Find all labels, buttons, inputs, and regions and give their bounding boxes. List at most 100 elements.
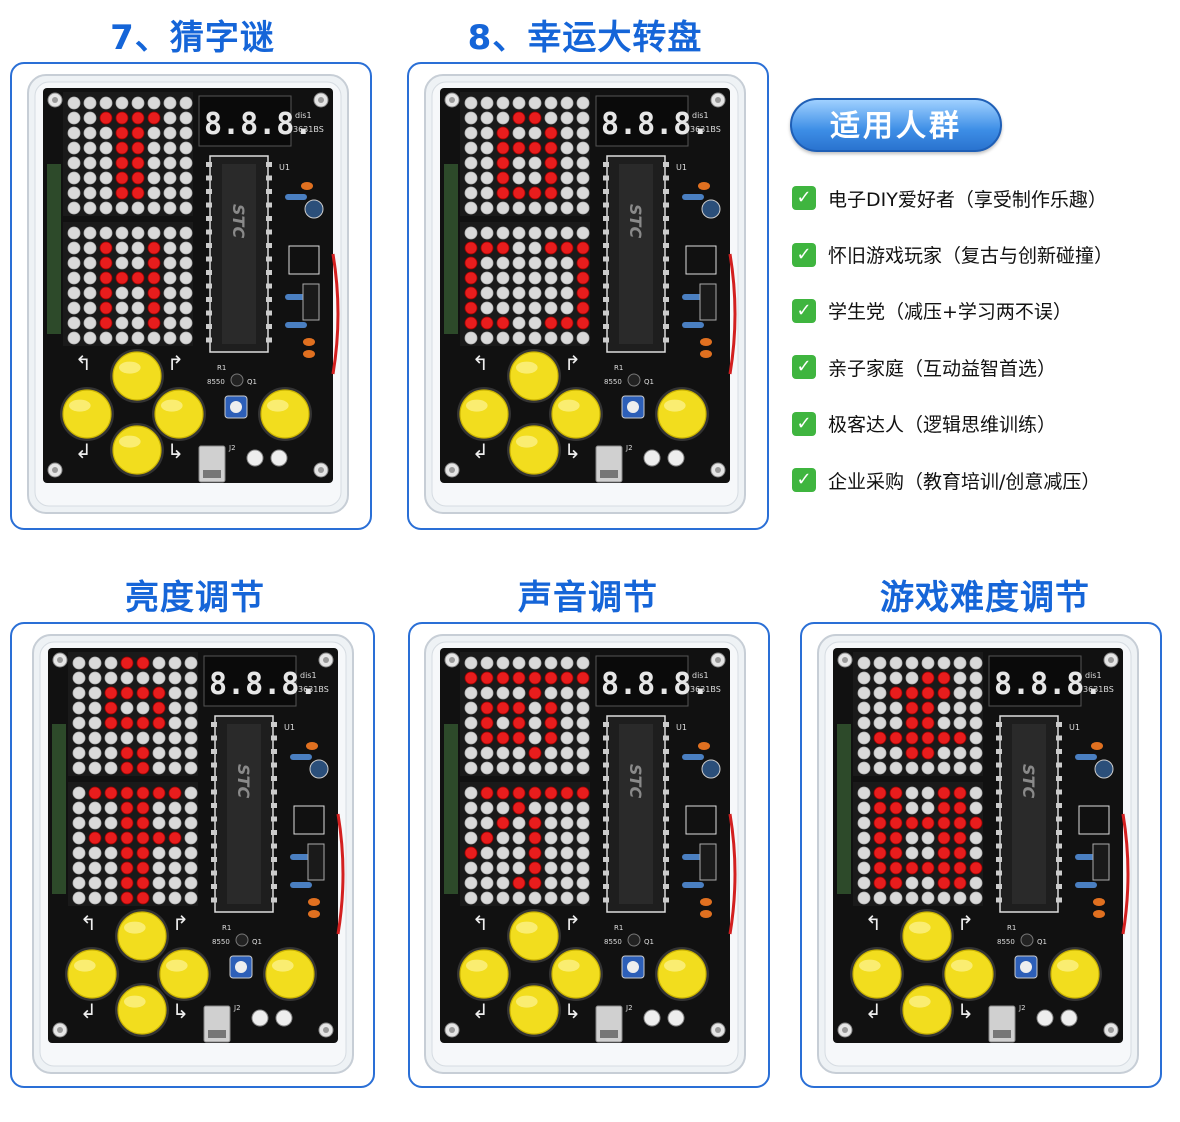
button-highlight <box>909 921 931 934</box>
chip-pin <box>206 229 212 235</box>
check-icon: ✓ <box>792 298 816 323</box>
chip-pin <box>663 803 669 808</box>
chip-pin <box>266 189 272 194</box>
game-button <box>154 389 204 439</box>
chip-pin <box>996 830 1002 835</box>
ceramic-capacitor <box>698 742 710 750</box>
chip-pin <box>603 324 609 329</box>
arrow-icon: ↲ <box>80 999 97 1023</box>
switch-icon <box>275 1009 293 1027</box>
chip-pin <box>996 843 1002 849</box>
button-highlight <box>909 995 931 1008</box>
chip-pin <box>996 735 1002 741</box>
label-part: 3631BS <box>1083 685 1114 694</box>
game-button <box>509 985 559 1035</box>
transistor <box>235 933 249 947</box>
label-j2: J2 <box>1018 1004 1026 1012</box>
chip-pin <box>996 884 1002 889</box>
chip-pin <box>663 243 669 248</box>
chip-pin <box>266 229 272 235</box>
chip-pin <box>603 189 609 194</box>
chip-pin <box>271 843 277 849</box>
chip-pin <box>663 216 669 221</box>
button-highlight <box>558 399 580 412</box>
button-highlight <box>516 921 538 934</box>
list-item: ✓电子DIY爱好者（享受制作乐趣） <box>792 170 1113 226</box>
ic-socket <box>685 805 717 835</box>
battery-wire <box>728 813 737 935</box>
pcb-strip <box>444 724 458 894</box>
display-digits: 8.8.8. <box>994 667 1102 702</box>
seven-segment-display <box>198 95 292 147</box>
chip-pin <box>603 162 609 167</box>
usb-port <box>208 1030 226 1038</box>
game-button <box>265 949 315 999</box>
check-icon: ✓ <box>792 411 816 436</box>
chip-pin <box>603 243 609 248</box>
chip-pin <box>271 735 277 741</box>
chip-pin <box>663 870 669 876</box>
transistor <box>627 933 641 947</box>
seven-segment-display <box>595 655 689 707</box>
ceramic-capacitor <box>700 910 712 918</box>
arrow-icon: ↲ <box>75 439 92 463</box>
label-q1: Q1 <box>644 378 654 386</box>
usb-port <box>600 1030 618 1038</box>
label-j2: J2 <box>625 444 633 452</box>
chip-pin <box>271 803 277 808</box>
pcb-strip <box>52 724 66 894</box>
label-8550: 8550 <box>997 938 1015 946</box>
label-dis: dis1 <box>295 111 312 120</box>
arrow-icon: ↱ <box>172 911 189 935</box>
screw-icon <box>1108 1027 1114 1033</box>
chip-pin <box>271 762 277 768</box>
seven-segment-display <box>203 655 297 707</box>
mcu-chip <box>619 724 653 904</box>
chip-pin <box>271 870 277 876</box>
capacitor <box>304 199 324 219</box>
button-highlight <box>69 399 91 412</box>
chip-pin <box>663 202 669 208</box>
game-button <box>509 425 559 475</box>
chip-pin <box>1056 762 1062 768</box>
chip-pin <box>206 324 212 329</box>
chip-pin <box>663 830 669 835</box>
button-highlight <box>119 361 141 374</box>
arrow-icon: ↲ <box>472 439 489 463</box>
chip-pin <box>266 216 272 221</box>
buzzer <box>699 283 717 321</box>
arrow-icon: ↰ <box>472 351 489 375</box>
chip-pin <box>271 749 277 754</box>
chip-pin <box>603 283 609 289</box>
chip-pin <box>1056 735 1062 741</box>
chip-pin <box>206 256 212 262</box>
label-r1: R1 <box>614 364 623 372</box>
chip-pin <box>271 857 277 862</box>
chip-pin <box>663 897 669 903</box>
chip-pin <box>663 762 669 768</box>
game-button <box>117 911 167 961</box>
ceramic-capacitor <box>698 182 710 190</box>
mcu-chip <box>619 164 653 344</box>
chip-pin <box>211 803 217 808</box>
chip-pin <box>211 830 217 835</box>
screw-icon <box>1108 657 1114 663</box>
chip-pin <box>206 189 212 194</box>
ceramic-capacitor <box>1093 898 1105 906</box>
button-highlight <box>1057 959 1079 972</box>
battery-wire <box>728 253 737 375</box>
resistor <box>1075 854 1097 860</box>
led-matrix <box>460 782 590 906</box>
screw-icon <box>449 1027 455 1033</box>
button-highlight <box>272 959 294 972</box>
capacitor <box>701 759 721 779</box>
usb-port <box>600 470 618 478</box>
switch-icon <box>246 449 264 467</box>
list-item: ✓亲子家庭（互动益智首选） <box>792 339 1113 395</box>
screw-icon <box>323 657 329 663</box>
arrow-icon: ↲ <box>865 999 882 1023</box>
button-highlight <box>558 959 580 972</box>
chip-pin <box>663 816 669 822</box>
capacitor <box>309 759 329 779</box>
chip-brand: STC <box>234 764 253 798</box>
